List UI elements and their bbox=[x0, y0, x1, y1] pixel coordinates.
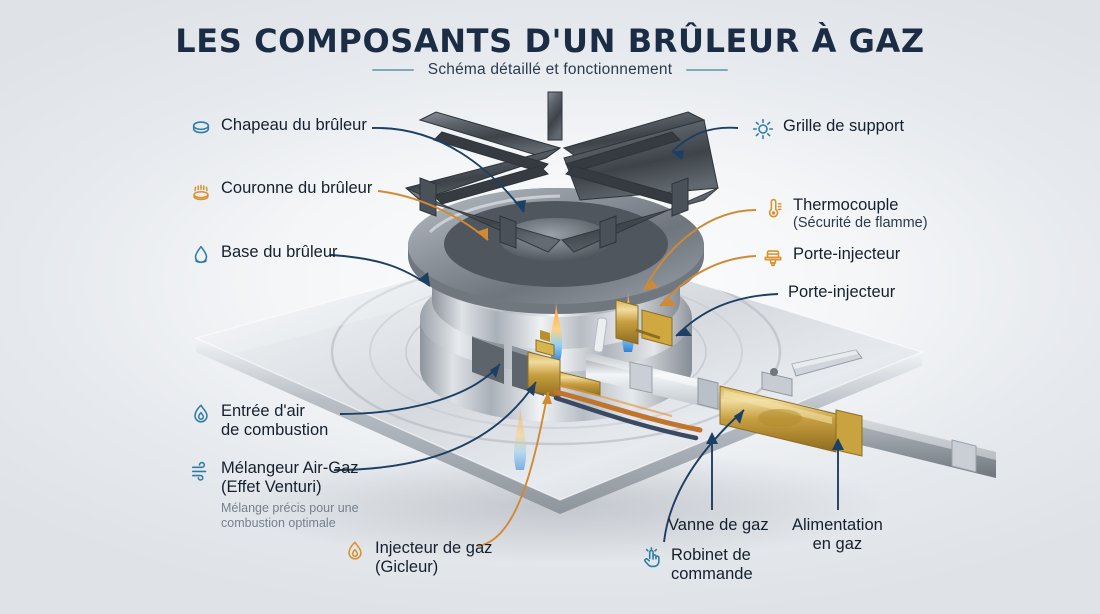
label-chapeau-du-bruleur[interactable]: Chapeau du brûleur bbox=[190, 116, 367, 139]
burner-cap-icon bbox=[190, 117, 212, 139]
label-text-line1: Injecteur de gaz bbox=[375, 539, 493, 557]
label-text-line2: (Effet Venturi) bbox=[221, 478, 322, 497]
label-vanne-de-gaz[interactable]: Vanne de gaz bbox=[668, 516, 769, 535]
gas-flame-icon bbox=[344, 540, 366, 562]
label-melangeur-air-gaz[interactable]: Mélangeur Air-Gaz (Effet Venturi) Mélang… bbox=[190, 459, 359, 532]
subtitle-row: Schéma détaillé et fonctionnement bbox=[0, 61, 1100, 79]
label-text-line1: Alimentation bbox=[792, 516, 883, 534]
label-text: Vanne de gaz bbox=[668, 516, 769, 534]
leader-thermocouple bbox=[643, 209, 757, 291]
label-porte-injecteur-1[interactable]: Porte-injecteur bbox=[762, 245, 900, 268]
label-text-line1: Mélangeur Air-Gaz bbox=[221, 459, 359, 477]
leader-entree-air bbox=[339, 363, 501, 415]
leader-grille bbox=[671, 126, 739, 153]
gas-ball-valve bbox=[719, 349, 863, 457]
label-text-line2: (Sécurité de flamme) bbox=[793, 215, 928, 232]
label-robinet-de-commande[interactable]: Robinet de commande bbox=[640, 546, 753, 585]
hand-tap-icon bbox=[640, 547, 662, 569]
label-injecteur-de-gaz[interactable]: Injecteur de gaz (Gicleur) bbox=[344, 539, 492, 578]
label-text: Chapeau du brûleur bbox=[221, 116, 367, 134]
leader-porte-injecteur-2 bbox=[675, 293, 779, 337]
label-text-line1: Robinet de bbox=[671, 546, 751, 564]
leader-porte-injecteur-1 bbox=[659, 255, 757, 307]
label-entree-d-air-de-combustion[interactable]: Entrée d'air de combustion bbox=[190, 402, 328, 441]
label-base-du-bruleur[interactable]: Base du brûleur bbox=[190, 243, 338, 266]
label-text: Porte-injecteur bbox=[788, 283, 896, 301]
droplet-icon bbox=[190, 244, 212, 266]
leader-robinet bbox=[663, 409, 745, 543]
gas-plumbing bbox=[527, 299, 996, 478]
thermocouple-assembly bbox=[593, 299, 673, 353]
label-text-line1: Thermocouple bbox=[793, 196, 899, 214]
page-subtitle: Schéma détaillé et fonctionnement bbox=[427, 61, 673, 78]
subtitle-rule-left bbox=[371, 69, 414, 71]
wind-icon bbox=[190, 460, 212, 482]
label-subtext: Mélange précis pour une combustion optim… bbox=[221, 500, 359, 531]
label-text: Base du brûleur bbox=[221, 243, 338, 261]
sun-burst-icon bbox=[752, 118, 774, 140]
label-text-line2: commande bbox=[671, 565, 753, 584]
flame-outline-icon bbox=[190, 403, 212, 425]
burner-cap bbox=[408, 188, 704, 314]
leader-injecteur bbox=[477, 391, 549, 547]
support-grate bbox=[404, 91, 719, 253]
label-grille-de-support[interactable]: Grille de support bbox=[752, 117, 904, 140]
page-title: LES COMPOSANTS D'UN BRÛLEUR À GAZ bbox=[175, 22, 925, 60]
label-text: Grille de support bbox=[783, 117, 905, 135]
label-alimentation-en-gaz[interactable]: Alimentation en gaz bbox=[792, 516, 883, 555]
thermometer-icon bbox=[762, 197, 784, 219]
leader-chapeau bbox=[371, 127, 525, 213]
injector-holder-icon bbox=[762, 246, 784, 268]
leader-melangeur bbox=[333, 381, 537, 471]
label-text-line2: en gaz bbox=[812, 535, 863, 554]
label-text: Porte-injecteur bbox=[793, 245, 901, 263]
subtitle-rule-right bbox=[686, 69, 729, 71]
burner-crown-icon bbox=[190, 180, 212, 202]
leader-lines bbox=[329, 126, 844, 547]
label-text-line2: de combustion bbox=[221, 421, 329, 440]
label-couronne-du-bruleur[interactable]: Couronne du brûleur bbox=[190, 179, 372, 202]
label-text-line1: Entrée d'air bbox=[221, 402, 305, 420]
label-text: Couronne du brûleur bbox=[221, 179, 373, 197]
label-thermocouple[interactable]: Thermocouple (Sécurité de flamme) bbox=[762, 196, 928, 232]
label-text-line2: (Gicleur) bbox=[375, 558, 439, 577]
label-porte-injecteur-2[interactable]: Porte-injecteur bbox=[788, 283, 895, 302]
